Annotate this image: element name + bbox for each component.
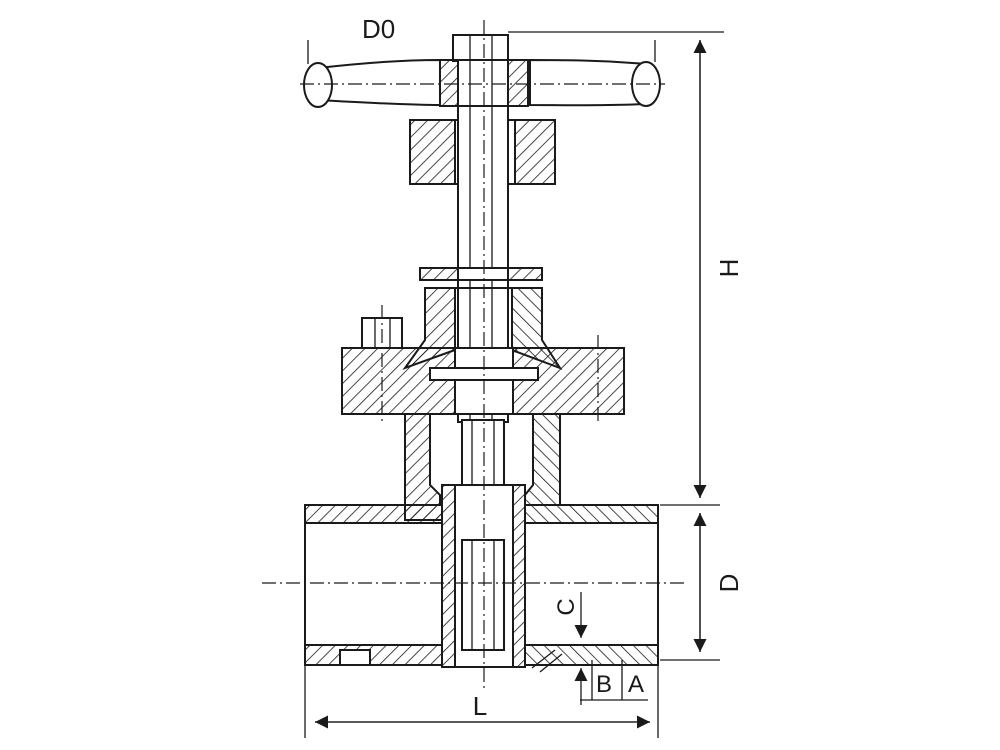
label-d: D xyxy=(714,574,744,593)
label-c: C xyxy=(553,598,580,615)
label-d0: D0 xyxy=(362,14,395,44)
right-port xyxy=(524,522,659,646)
valve-body xyxy=(262,20,686,690)
left-spoke xyxy=(317,58,441,107)
dimension-c: C xyxy=(553,592,588,638)
right-spoke xyxy=(529,58,646,107)
dimension-d: D xyxy=(660,513,744,661)
stem xyxy=(457,105,509,541)
handwheel xyxy=(300,34,665,108)
dimension-d0: D0 xyxy=(307,14,656,64)
label-a: A xyxy=(628,671,644,698)
left-port xyxy=(304,522,443,646)
label-l: L xyxy=(473,691,487,721)
dimension-h: H xyxy=(508,31,744,506)
dimension-l: L xyxy=(304,665,659,738)
bonnet xyxy=(341,305,625,506)
top-nut xyxy=(452,34,509,62)
dimension-b-a: B A xyxy=(574,660,648,705)
label-b: B xyxy=(596,671,612,698)
label-h: H xyxy=(714,259,744,278)
rim-left xyxy=(303,62,333,108)
